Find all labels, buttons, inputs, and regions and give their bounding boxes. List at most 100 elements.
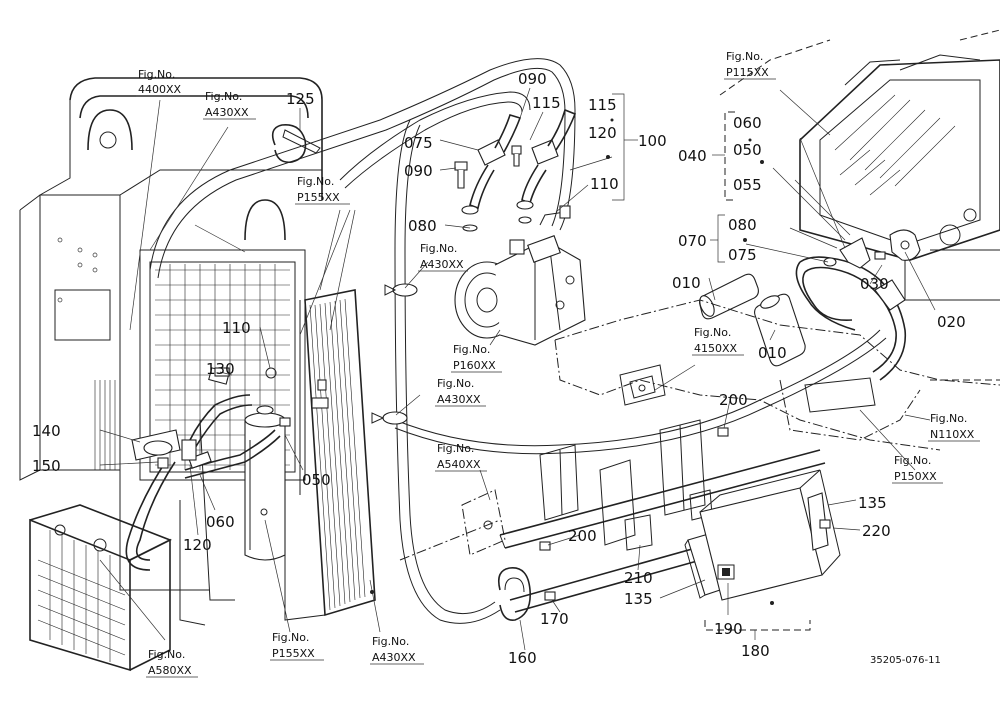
svg-text:P155XX: P155XX [297,191,340,204]
heater-hoses [699,229,921,381]
callout-110-left: 110 [222,319,251,337]
svg-text:Fig.No.: Fig.No. [138,68,175,81]
fig-ref-n110xx: Fig.No. N110XX [928,412,980,442]
callout-075-hose: 075 [728,246,757,264]
callout-080: 080 [408,217,437,235]
svg-text:4150XX: 4150XX [694,342,738,355]
svg-text:Fig.No.: Fig.No. [930,412,967,425]
callout-060-left: 060 [206,513,235,531]
svg-text:Fig.No.: Fig.No. [726,50,763,63]
callout-125: 125 [286,90,315,108]
callout-190: 190 [714,620,743,638]
svg-text:Fig.No.: Fig.No. [297,175,334,188]
svg-text:A540XX: A540XX [437,458,481,471]
callout-180: 180 [741,642,770,660]
svg-text:A430XX: A430XX [437,393,481,406]
compressor-fittings [454,108,577,232]
callout-090: 090 [518,70,547,88]
fig-ref-a540xx: Fig.No. A540XX [435,442,487,472]
svg-text:Fig.No.: Fig.No. [694,326,731,339]
callout-135-lower: 135 [624,590,653,608]
svg-text:A430XX: A430XX [205,106,249,119]
callout-220: 220 [862,522,891,540]
svg-text:N110XX: N110XX [930,428,975,441]
drawing-number: 35205-076-11 [870,655,941,666]
svg-text:A430XX: A430XX [420,258,464,271]
callout-160: 160 [508,649,537,667]
callout-100: 100 [638,132,667,150]
svg-text:Fig.No.: Fig.No. [453,343,490,356]
callout-120-left: 120 [183,536,212,554]
fig-ref-p115xx: Fig.No. P115XX [724,50,776,80]
callout-200-lower: 200 [568,527,597,545]
callout-110: 110 [590,175,619,193]
bracket-assembly [157,367,841,622]
radiator-frame [19,77,376,626]
svg-text:A580XX: A580XX [148,664,192,677]
hose-band-125 [271,123,321,164]
fig-ref-a430xx-pipe: Fig.No. A430XX [435,377,486,407]
battery [29,504,172,672]
callout-010: 010 [672,274,701,292]
svg-text:Fig.No.: Fig.No. [272,631,309,644]
fig-ref-a580xx: Fig.No. A580XX [146,648,198,678]
fig-ref-p155xx-top: Fig.No. P155XX [295,175,350,205]
bolts [157,367,831,601]
svg-text:P155XX: P155XX [272,647,315,660]
callout-120-set: 120 [588,124,617,142]
fig-ref-4400xx: Fig.No. 4400XX [136,68,190,97]
callout-050: 050 [733,141,762,159]
compressor [454,205,586,346]
callout-210: 210 [624,569,653,587]
callout-135: 135 [858,494,887,512]
callout-070: 070 [678,232,707,250]
svg-text:Fig.No.: Fig.No. [372,635,409,648]
engine-frame-outline [399,299,1000,561]
svg-text:P160XX: P160XX [453,359,496,372]
svg-text:Fig.No.: Fig.No. [148,648,185,661]
svg-text:4400XX: 4400XX [138,83,182,96]
svg-text:Fig.No.: Fig.No. [894,454,931,467]
callout-140: 140 [32,422,61,440]
callout-030: 030 [860,275,889,293]
callout-170: 170 [540,610,569,628]
svg-text:Fig.No.: Fig.No. [437,442,474,455]
fig-ref-p155xx-bottom: Fig.No. P155XX [270,631,324,661]
fig-ref-p150xx: Fig.No. P150XX [892,454,943,484]
figure-references: Fig.No. 4400XX Fig.No. A430XX Fig.No. P1… [136,50,980,678]
leader-lines [99,87,936,651]
fig-ref-a430xx-mid: Fig.No. A430XX [418,242,468,272]
callout-115: 115 [532,94,561,112]
callout-055: 055 [733,176,762,194]
pipe-clips [371,283,418,425]
group-dots [370,118,774,605]
callout-200: 200 [719,391,748,409]
svg-text:A430XX: A430XX [372,651,416,664]
fig-ref-4150xx: Fig.No. 4150XX [692,326,744,356]
fig-ref-a430xx-top: Fig.No. A430XX [203,90,256,120]
svg-text:Fig.No.: Fig.No. [420,242,457,255]
callout-060: 060 [733,114,762,132]
callout-075: 075 [404,134,433,152]
fig-ref-a430xx-bottom: Fig.No. A430XX [370,635,424,665]
svg-text:P115XX: P115XX [726,66,769,79]
refrigerant-pipe-loop [149,58,887,624]
callout-090-bolt: 090 [404,162,433,180]
group-brackets [612,93,1000,640]
svg-text:Fig.No.: Fig.No. [437,377,474,390]
callout-115-set: 115 [588,96,617,114]
callout-040: 040 [678,147,707,165]
svg-text:P150XX: P150XX [894,470,937,483]
callout-labels: 125 090 115 115 120 100 075 090 110 080 … [32,70,966,667]
fig-ref-p160xx: Fig.No. P160XX [451,343,502,373]
callout-050-left: 050 [302,471,331,489]
callout-150: 150 [32,457,61,475]
callout-020: 020 [937,313,966,331]
callout-080-hose: 080 [728,216,757,234]
svg-text:Fig.No.: Fig.No. [205,90,242,103]
callout-010-lower: 010 [758,344,787,362]
callout-130: 130 [206,360,235,378]
receiver-drier [244,405,286,561]
